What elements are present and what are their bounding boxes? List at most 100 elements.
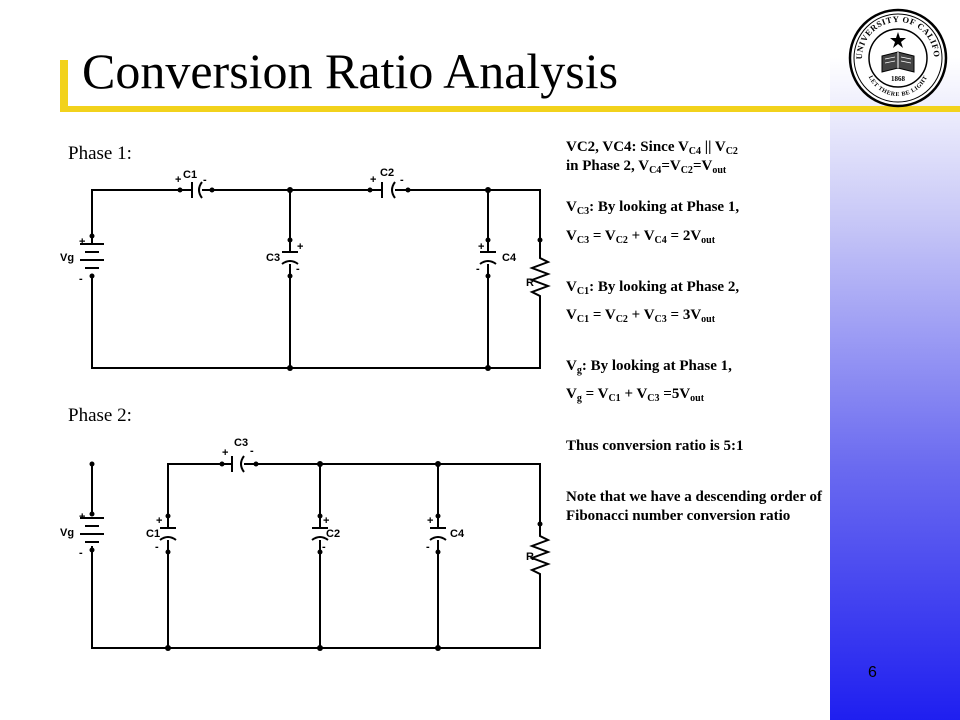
junction-dot xyxy=(317,645,323,651)
note-vc1-line2: VC1 = VC2 + VC3 = 3Vout xyxy=(566,306,716,325)
polarity-minus: - xyxy=(476,263,480,275)
label-c2: C2 xyxy=(380,167,394,179)
university-seal-icon: THE UNIVERSITY OF CALIFORNIA LET THERE B… xyxy=(848,8,948,108)
label-c3: C3 xyxy=(266,252,280,264)
phase1-label: Phase 1: xyxy=(68,143,132,164)
terminal-dot xyxy=(219,461,225,467)
label-r: R xyxy=(526,551,534,563)
wire xyxy=(91,274,541,369)
resistor-r-symbol xyxy=(529,246,551,300)
polarity-minus: - xyxy=(155,541,159,553)
phase2-circuit-diagram: C3 + - C1 + - C2 + - C4 + - Vg + - R xyxy=(60,437,551,651)
terminal-dot xyxy=(317,549,323,555)
terminal-dot xyxy=(287,237,293,243)
polarity-plus: + xyxy=(156,515,162,527)
polarity-minus: - xyxy=(79,273,83,285)
note-conclusion: Thus conversion ratio is 5:1 xyxy=(566,437,744,454)
note-vg-line2: Vg = VC1 + VC3 =5Vout xyxy=(566,386,705,405)
label-c1: C1 xyxy=(146,528,160,540)
slide-number: 6 xyxy=(868,664,877,681)
note-vc2-vc4-line1: VC2, VC4: Since VC4 || VC2 xyxy=(566,139,738,157)
terminal-dot xyxy=(405,187,411,193)
terminal-dot xyxy=(485,237,491,243)
terminal-dot xyxy=(89,461,95,467)
terminal-dot xyxy=(537,521,543,527)
phase1-circuit-diagram: C1 + - C2 + - C3 + - C4 + - Vg + - R xyxy=(60,167,551,371)
terminal-dot xyxy=(317,513,323,519)
capacitor-c4-symbol xyxy=(429,527,447,541)
terminal-dot xyxy=(165,513,171,519)
polarity-plus: + xyxy=(478,241,484,253)
polarity-minus: - xyxy=(400,174,404,186)
polarity-minus: - xyxy=(203,174,207,186)
terminal-dot xyxy=(177,187,183,193)
junction-dot xyxy=(165,645,171,651)
polarity-plus: + xyxy=(222,447,228,459)
terminal-dot xyxy=(89,547,95,553)
polarity-minus: - xyxy=(250,445,254,457)
note-vc1-line1: VC1: By looking at Phase 2, xyxy=(566,278,740,297)
note-vc2-vc4-line2: in Phase 2, VC4=VC2=Vout xyxy=(566,158,727,177)
terminal-dot xyxy=(89,511,95,517)
title-underline-rule xyxy=(66,106,960,112)
polarity-plus: + xyxy=(427,515,433,527)
wire xyxy=(91,189,192,242)
polarity-plus: + xyxy=(323,515,329,527)
polarity-minus: - xyxy=(79,547,83,559)
terminal-dot xyxy=(287,273,293,279)
terminal-dot xyxy=(89,273,95,279)
note-vc3-line1: VC3: By looking at Phase 1, xyxy=(566,199,740,218)
junction-dot xyxy=(435,645,441,651)
slide-title: Conversion Ratio Analysis xyxy=(82,43,619,99)
label-r: R xyxy=(526,277,534,289)
junction-dot xyxy=(287,365,293,371)
terminal-dot xyxy=(537,237,543,243)
junction-dot xyxy=(287,187,293,193)
polarity-minus: - xyxy=(322,541,326,553)
polarity-plus: + xyxy=(297,241,303,253)
slide-side-gradient-band xyxy=(830,0,960,720)
terminal-dot xyxy=(485,273,491,279)
capacitor-c3-symbol xyxy=(231,455,245,473)
terminal-dot xyxy=(89,233,95,239)
capacitor-c1-symbol xyxy=(191,181,203,199)
terminal-dot xyxy=(165,549,171,555)
capacitor-c2-symbol xyxy=(381,181,396,199)
note-vc3-line2: VC3 = VC2 + VC4 = 2Vout xyxy=(566,227,716,246)
capacitor-c1-symbol xyxy=(159,527,177,541)
voltage-source-vg-symbol xyxy=(80,242,104,269)
terminal-dot xyxy=(435,513,441,519)
polarity-minus: - xyxy=(296,263,300,275)
polarity-minus: - xyxy=(426,541,430,553)
terminal-dot xyxy=(209,187,215,193)
analysis-notes: VC2, VC4: Since VC4 || VC2 in Phase 2, V… xyxy=(566,138,828,526)
junction-dot xyxy=(317,461,323,467)
capacitor-c3-symbol xyxy=(281,251,299,265)
wire xyxy=(167,463,232,520)
label-c4: C4 xyxy=(450,528,465,540)
junction-dot xyxy=(485,187,491,193)
wire xyxy=(91,546,541,649)
capacitor-c4-symbol xyxy=(479,251,497,265)
terminal-dot xyxy=(435,549,441,555)
wire xyxy=(244,463,541,524)
wire xyxy=(395,189,541,246)
seal-year: 1868 xyxy=(891,75,906,83)
label-c3: C3 xyxy=(234,437,248,449)
note-vg-line1: Vg: By looking at Phase 1, xyxy=(566,358,732,377)
polarity-plus: + xyxy=(175,174,181,186)
phase2-label: Phase 2: xyxy=(68,405,132,426)
label-c1: C1 xyxy=(183,169,197,181)
junction-dot xyxy=(485,365,491,371)
title-accent-stub xyxy=(60,60,68,112)
voltage-source-vg-symbol xyxy=(80,517,104,543)
terminal-dot xyxy=(253,461,259,467)
polarity-plus: + xyxy=(79,236,85,248)
label-c2: C2 xyxy=(326,528,340,540)
label-c4: C4 xyxy=(502,252,517,264)
resistor-r-symbol xyxy=(529,524,551,578)
note-fibonacci: Note that we have a descending order of … xyxy=(566,488,822,524)
label-vg: Vg xyxy=(60,252,74,264)
terminal-dot xyxy=(367,187,373,193)
junction-dot xyxy=(435,461,441,467)
